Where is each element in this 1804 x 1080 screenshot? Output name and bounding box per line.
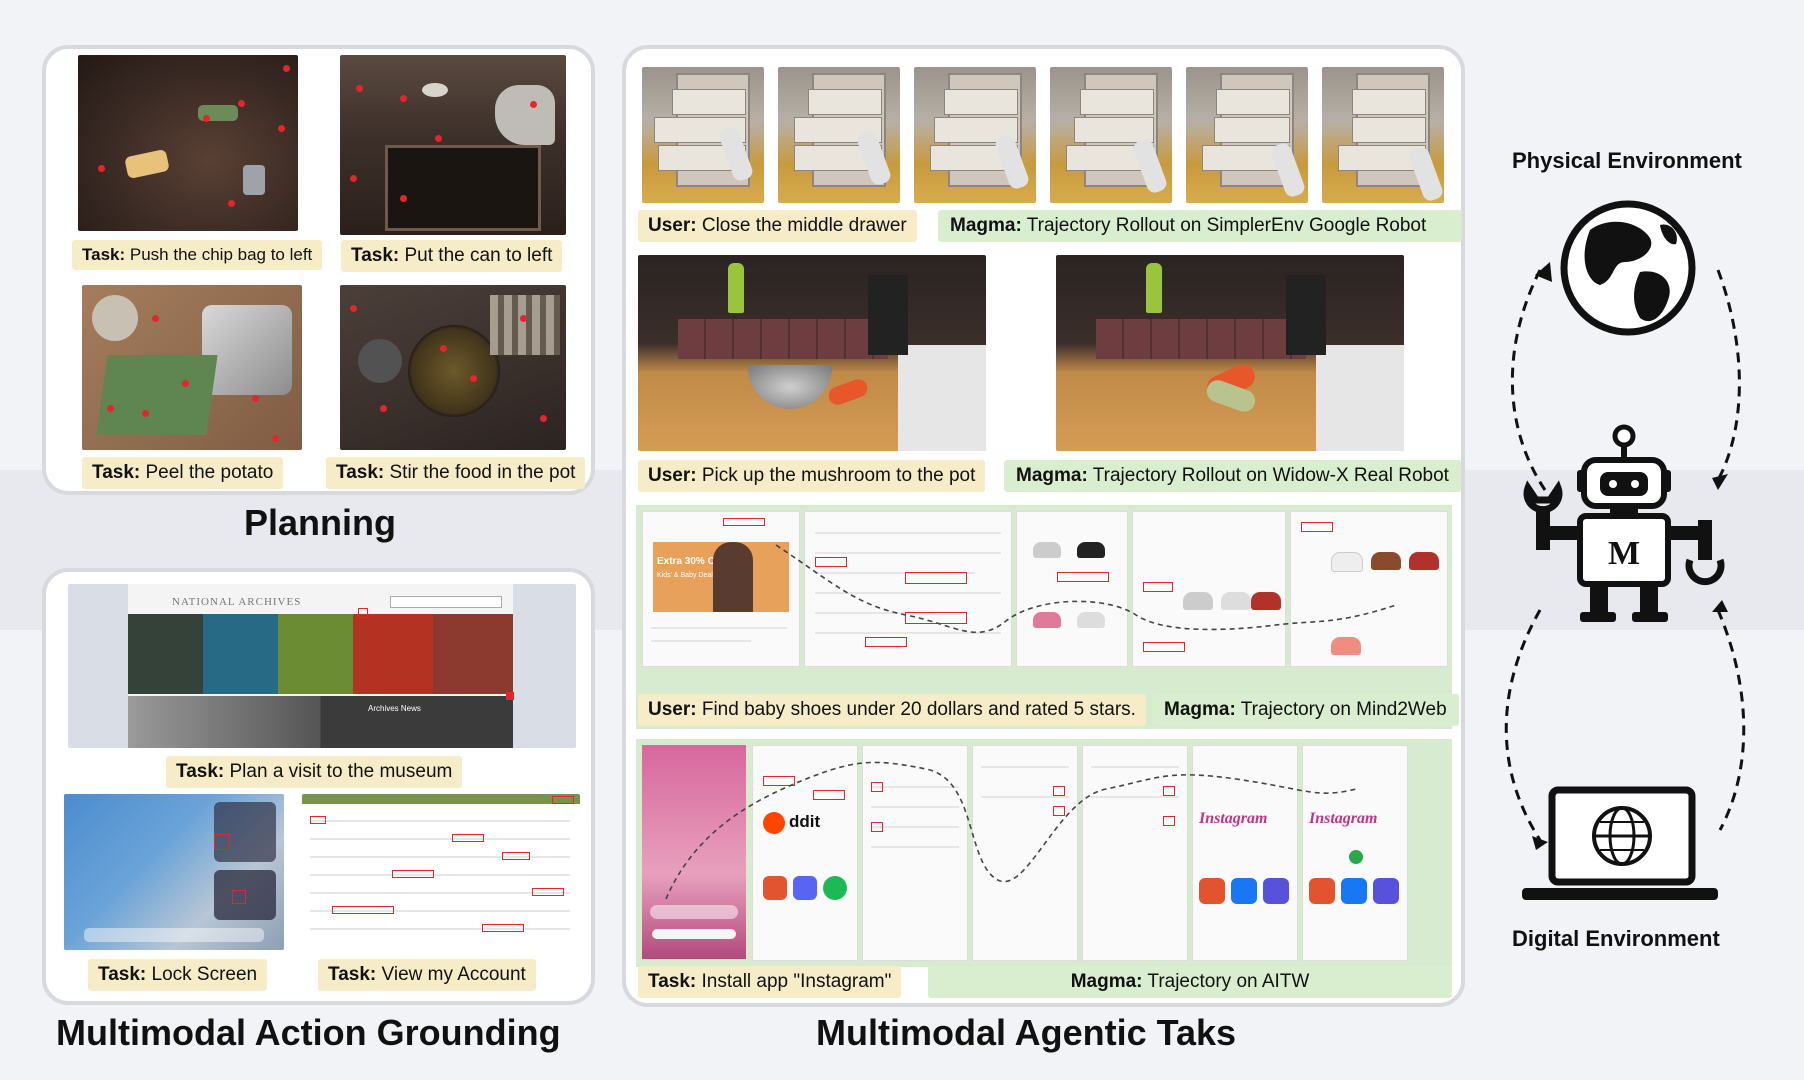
agentic-title: Multimodal Agentic Taks bbox=[816, 1012, 1237, 1053]
planning-image-can-drawer bbox=[340, 55, 566, 235]
mind2web-screen bbox=[1016, 511, 1128, 667]
grounding-task-label: Task: Plan a visit to the museum bbox=[166, 756, 463, 788]
planning-task-label: Task: Stir the food in the pot bbox=[326, 457, 586, 489]
physical-environment-label: Physical Environment bbox=[1512, 148, 1742, 173]
digital-environment-label: Digital Environment bbox=[1512, 926, 1720, 951]
drawer-frame bbox=[1186, 67, 1308, 203]
drawer-frame bbox=[1322, 67, 1444, 203]
agentic-magma-label: Magma: Trajectory on Mind2Web bbox=[1152, 694, 1459, 726]
grounding-title: Multimodal Action Grounding bbox=[56, 1012, 561, 1053]
planning-task-label: Task: Put the can to left bbox=[341, 240, 563, 272]
grounding-account-screenshot bbox=[302, 794, 580, 950]
drawer-frame-strip bbox=[642, 67, 1452, 203]
archives-news-label: Archives News bbox=[368, 704, 421, 713]
aitw-trajectory-path bbox=[665, 761, 1357, 900]
agentic-user-label: User: Pick up the mushroom to the pot bbox=[638, 460, 986, 492]
agentic-magma-label: Magma: Trajectory on AITW bbox=[928, 966, 1452, 998]
instagram-logo-text: Instagram bbox=[1199, 810, 1268, 827]
archives-logo-text: NATIONAL ARCHIVES bbox=[172, 596, 302, 608]
aitw-screen: Instagram bbox=[1302, 745, 1408, 961]
mind2web-screen bbox=[804, 511, 1012, 667]
widowx-frame-start bbox=[638, 255, 986, 451]
instagram-logo-text: Instagram bbox=[1309, 810, 1378, 827]
grounding-task-label: Task: Lock Screen bbox=[88, 959, 268, 991]
agentic-panel: User: Close the middle drawer Magma: Tra… bbox=[622, 45, 1465, 1007]
aitw-frame-strip: ddit Instagram Instagram bbox=[636, 739, 1452, 967]
grounding-panel: NATIONAL ARCHIVES Archives News Task: Pl… bbox=[42, 568, 595, 1005]
grounding-tablet-screenshot bbox=[64, 794, 284, 950]
mind2web-trajectory-path bbox=[775, 544, 1397, 634]
planning-image-chip-bag bbox=[78, 55, 298, 231]
widowx-frame-end bbox=[1056, 255, 1404, 451]
agentic-user-label: User: Close the middle drawer bbox=[638, 210, 917, 242]
agentic-user-label: Task: Install app "Instagram" bbox=[638, 966, 902, 998]
planning-image-stove-pot bbox=[340, 285, 566, 450]
drawer-frame bbox=[914, 67, 1036, 203]
aitw-screen bbox=[972, 745, 1078, 961]
planning-task-label: Task: Peel the potato bbox=[82, 457, 284, 489]
mind2web-ad-text: Extra 30% Off bbox=[657, 556, 723, 567]
planning-image-sink-potato bbox=[82, 285, 302, 450]
globe-icon bbox=[1560, 200, 1696, 336]
planning-panel: Task: Push the chip bag to left Task: Pu… bbox=[42, 45, 595, 495]
aitw-screen bbox=[1082, 745, 1188, 961]
drawer-frame bbox=[642, 67, 764, 203]
mind2web-ad-sub: Kids' & Baby Deals bbox=[657, 572, 717, 579]
planning-task-label: Task: Push the chip bag to left bbox=[72, 240, 323, 270]
laptop-globe-icon bbox=[1522, 786, 1718, 900]
planning-title: Planning bbox=[244, 502, 396, 543]
aitw-screen: ddit bbox=[752, 745, 858, 961]
mind2web-screen: Extra 30% Off Kids' & Baby Deals bbox=[642, 511, 800, 667]
drawer-frame bbox=[1050, 67, 1172, 203]
aitw-screen bbox=[862, 745, 968, 961]
mind2web-frame-strip: Extra 30% Off Kids' & Baby Deals bbox=[636, 505, 1452, 729]
agentic-magma-label: Magma: Trajectory Rollout on SimplerEnv … bbox=[938, 210, 1462, 242]
agentic-magma-label: Magma: Trajectory Rollout on Widow-X Rea… bbox=[1004, 460, 1461, 492]
grounding-task-label: Task: View my Account bbox=[318, 959, 536, 991]
reddit-logo-text: ddit bbox=[789, 812, 821, 831]
agentic-user-label: User: Find baby shoes under 20 dollars a… bbox=[638, 694, 1146, 726]
mind2web-screen bbox=[1132, 511, 1286, 667]
drawer-frame bbox=[778, 67, 900, 203]
mind2web-screen bbox=[1290, 511, 1448, 667]
grounding-website-screenshot: NATIONAL ARCHIVES Archives News bbox=[68, 584, 576, 748]
